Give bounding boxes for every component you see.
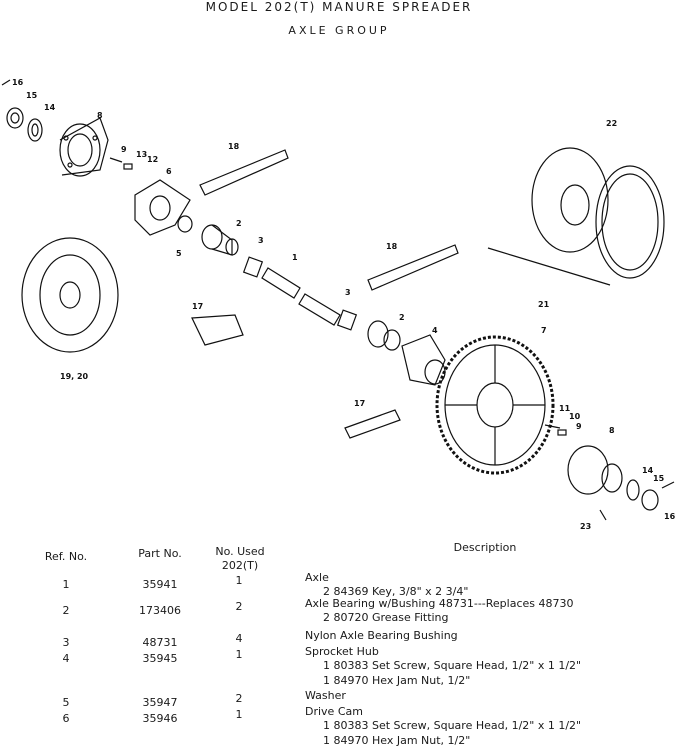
row-no-used: 2 — [235, 600, 243, 613]
seal-part-15 — [6, 107, 24, 129]
row-sub-item: 1 80383 Set Screw, Square Head, 1/2" x 1… — [323, 659, 582, 672]
bracket-part-18 — [199, 149, 289, 196]
row-no-used: 1 — [235, 648, 243, 661]
drive-cam-part-6 — [134, 179, 191, 236]
callout-16: 16 — [12, 78, 24, 87]
callout-9: 9 — [121, 145, 127, 154]
callout-11: 11 — [559, 404, 571, 413]
axle-part-1 — [261, 267, 341, 326]
row-sub-item: 1 80383 Set Screw, Square Head, 1/2" x 1… — [323, 719, 582, 732]
callout-22: 22 — [606, 119, 617, 128]
callout-16b: 16 — [664, 512, 676, 521]
header-description: Description — [453, 541, 517, 554]
screw-part-11 — [544, 424, 561, 429]
callout-18b: 18 — [386, 242, 398, 251]
sprocket-hub-part-4 — [401, 334, 446, 386]
row-description: Axle Bearing w/Bushing 48731---Replaces … — [305, 597, 574, 610]
callout-5: 5 — [176, 249, 182, 258]
hub-part-8b — [567, 445, 623, 495]
row-part-no: 35947 — [142, 696, 178, 709]
row-part-no: 35945 — [142, 652, 178, 665]
bracket-part-17b — [344, 409, 401, 439]
callout-21: 21 — [538, 300, 550, 309]
pin-part-16b — [661, 481, 675, 489]
row-description: Washer — [305, 689, 346, 702]
bracket-part-18b — [367, 244, 459, 291]
row-description: Axle — [305, 571, 329, 584]
row-part-no: 35946 — [142, 712, 178, 725]
row-no-used: 2 — [235, 692, 243, 705]
row-ref-no: 4 — [62, 652, 70, 665]
callout-12: 12 — [147, 155, 158, 164]
callout-9b: 9 — [576, 422, 582, 431]
callout-15: 15 — [26, 91, 38, 100]
rim-part-22 — [531, 147, 665, 279]
row-description: Drive Cam — [305, 705, 363, 718]
callout-17: 17 — [192, 302, 203, 311]
callout-1: 1 — [292, 253, 298, 262]
fitting-part-23 — [599, 509, 607, 521]
header-ref-no: Ref. No. — [44, 550, 88, 563]
bushing-part-3b — [336, 309, 358, 331]
row-description: Nylon Axle Bearing Bushing — [305, 629, 458, 642]
row-ref-no: 1 — [62, 578, 70, 591]
callout-17b: 17 — [354, 399, 365, 408]
callout-19-20: 19, 20 — [60, 372, 89, 381]
bushing-part-3 — [242, 256, 264, 278]
washer-part-14 — [27, 118, 43, 142]
callout-10: 10 — [569, 412, 581, 421]
callout-2b: 2 — [399, 313, 405, 322]
header-part-no: Part No. — [138, 547, 182, 560]
row-no-used: 1 — [235, 708, 243, 721]
row-sub-item: 1 84970 Hex Jam Nut, 1/2" — [323, 674, 471, 687]
row-sub-item: 1 84970 Hex Jam Nut, 1/2" — [323, 734, 471, 747]
row-ref-no: 5 — [62, 696, 70, 709]
seal-part-15b — [641, 489, 659, 511]
row-ref-no: 3 — [62, 636, 70, 649]
callout-14: 14 — [44, 103, 56, 112]
pin-part-16 — [1, 79, 11, 86]
callout-7: 7 — [541, 326, 547, 335]
callout-23: 23 — [580, 522, 591, 530]
nut-part-13 — [123, 163, 133, 170]
leader-part-21 — [487, 247, 611, 286]
callout-3: 3 — [258, 236, 264, 245]
wheel-part-19-20 — [21, 237, 119, 353]
washer-part-5 — [177, 215, 193, 233]
exploded-parts-diagram: 16 15 14 8 9 13 12 6 18 2 5 3 1 22 21 19… — [1, 78, 676, 530]
row-sub-item: 2 80720 Grease Fitting — [323, 611, 449, 624]
row-part-no: 173406 — [139, 604, 181, 617]
callout-18: 18 — [228, 142, 240, 151]
page-subtitle: AXLE GROUP — [288, 24, 390, 37]
axle-bearing-part-2 — [201, 224, 239, 256]
callout-4: 4 — [432, 326, 438, 335]
callout-3b: 3 — [345, 288, 351, 297]
row-no-used: 4 — [235, 632, 243, 645]
sprocket-part-7 — [435, 335, 555, 475]
bracket-part-17 — [191, 314, 244, 346]
hub-part-8 — [59, 117, 109, 177]
axle-bearing-part-2b — [367, 320, 401, 351]
row-description: Sprocket Hub — [305, 645, 379, 658]
row-ref-no: 6 — [62, 712, 70, 725]
callout-8: 8 — [97, 111, 103, 120]
nut-part-10 — [557, 429, 567, 436]
row-part-no: 35941 — [142, 578, 178, 591]
row-ref-no: 2 — [62, 604, 70, 617]
callout-8b: 8 — [609, 426, 615, 435]
callout-15b: 15 — [653, 474, 665, 483]
washer-part-14b — [626, 479, 640, 501]
callout-2: 2 — [236, 219, 242, 228]
page-title: MODEL 202(T) MANURE SPREADER — [205, 0, 473, 14]
callout-6: 6 — [166, 167, 172, 176]
row-part-no: 48731 — [142, 636, 178, 649]
screw-part-9 — [109, 157, 123, 163]
row-sub-item: 2 84369 Key, 3/8" x 2 3/4" — [323, 585, 469, 598]
row-no-used: 1 — [235, 574, 243, 587]
header-no-used: No. Used 202(T) — [215, 545, 265, 572]
callout-13: 13 — [136, 150, 147, 159]
callout-14b: 14 — [642, 466, 654, 475]
